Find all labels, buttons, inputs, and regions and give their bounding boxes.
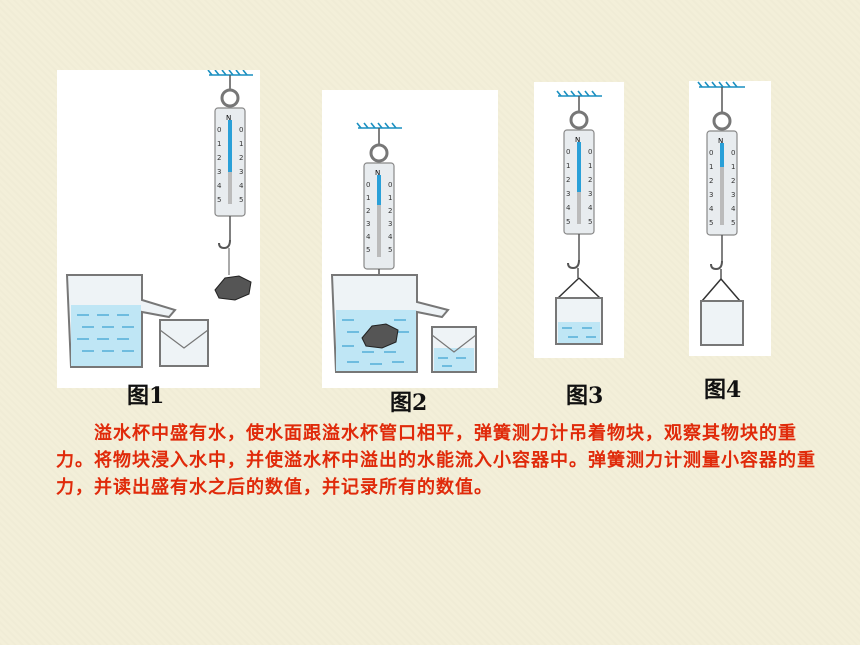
svg-text:4: 4 — [366, 233, 371, 241]
svg-text:0: 0 — [388, 181, 392, 189]
svg-text:4: 4 — [731, 205, 736, 213]
svg-text:2: 2 — [239, 154, 243, 162]
svg-text:5: 5 — [217, 196, 221, 204]
svg-text:5: 5 — [709, 219, 713, 227]
svg-text:2: 2 — [709, 177, 713, 185]
svg-text:0: 0 — [731, 149, 735, 157]
figure-2-panel: N 0 0 1 1 2 2 3 3 4 4 5 5 — [322, 90, 498, 388]
figure-1-label: 图1 — [127, 383, 165, 409]
figure-3-label: 图3 — [566, 383, 604, 409]
figure-4-illustration: N 0 0 1 1 2 2 3 3 4 4 5 5 — [697, 81, 745, 346]
scale-unit: N — [718, 137, 723, 145]
svg-text:5: 5 — [388, 246, 392, 254]
svg-text:1: 1 — [588, 162, 592, 170]
svg-text:2: 2 — [731, 177, 735, 185]
svg-text:5: 5 — [731, 219, 735, 227]
svg-text:2: 2 — [388, 207, 392, 215]
svg-text:3: 3 — [388, 220, 392, 228]
svg-text:4: 4 — [709, 205, 714, 213]
svg-text:1: 1 — [731, 163, 735, 171]
figure-1-illustration: N 0 0 1 1 2 2 3 3 4 4 5 5 — [65, 70, 253, 368]
experiment-description: 溢水杯中盛有水，使水面跟溢水杯管口相平，弹簧测力计吊着物块，观察其物块的重力。将… — [56, 423, 816, 498]
svg-text:5: 5 — [366, 246, 370, 254]
svg-text:0: 0 — [709, 149, 713, 157]
svg-text:3: 3 — [366, 220, 370, 228]
svg-text:0: 0 — [588, 148, 592, 156]
svg-text:2: 2 — [588, 176, 592, 184]
svg-text:0: 0 — [239, 126, 243, 134]
svg-text:4: 4 — [239, 182, 244, 190]
svg-text:5: 5 — [588, 218, 592, 226]
svg-text:5: 5 — [239, 196, 243, 204]
svg-text:3: 3 — [709, 191, 713, 199]
figure-3-panel: N 0 0 1 1 2 2 3 3 4 4 5 5 — [534, 82, 624, 358]
svg-text:1: 1 — [366, 194, 370, 202]
svg-text:4: 4 — [588, 204, 593, 212]
figure-4-panel: N 0 0 1 1 2 2 3 3 4 4 5 5 — [689, 81, 771, 356]
svg-text:2: 2 — [366, 207, 370, 215]
svg-text:3: 3 — [566, 190, 570, 198]
scale-unit: N — [226, 114, 231, 122]
svg-text:3: 3 — [731, 191, 735, 199]
svg-text:0: 0 — [566, 148, 570, 156]
figure-1-panel: N 0 0 1 1 2 2 3 3 4 4 5 5 — [57, 70, 260, 388]
svg-text:0: 0 — [217, 126, 221, 134]
svg-text:3: 3 — [217, 168, 221, 176]
svg-text:4: 4 — [388, 233, 393, 241]
svg-text:3: 3 — [588, 190, 592, 198]
svg-text:0: 0 — [366, 181, 370, 189]
svg-text:3: 3 — [239, 168, 243, 176]
figure-2-illustration: N 0 0 1 1 2 2 3 3 4 4 5 5 — [330, 122, 477, 373]
svg-text:1: 1 — [388, 194, 392, 202]
svg-text:5: 5 — [566, 218, 570, 226]
svg-text:4: 4 — [217, 182, 222, 190]
svg-text:4: 4 — [566, 204, 571, 212]
svg-text:1: 1 — [217, 140, 221, 148]
figure-2-label: 图2 — [390, 390, 428, 416]
figure-4-label: 图4 — [704, 377, 742, 403]
scale-unit: N — [575, 136, 580, 144]
svg-text:1: 1 — [239, 140, 243, 148]
scale-unit: N — [375, 169, 380, 177]
svg-text:1: 1 — [709, 163, 713, 171]
svg-text:2: 2 — [217, 154, 221, 162]
svg-text:1: 1 — [566, 162, 570, 170]
svg-text:2: 2 — [566, 176, 570, 184]
figure-3-illustration: N 0 0 1 1 2 2 3 3 4 4 5 5 — [555, 90, 603, 345]
